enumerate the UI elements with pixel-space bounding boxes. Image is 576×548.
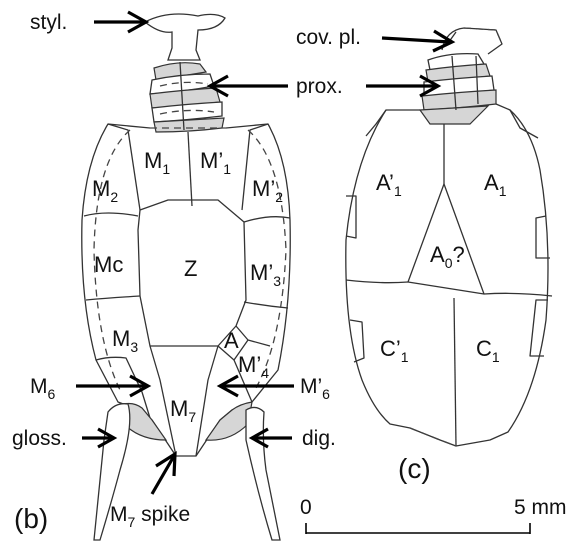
plate-label-a: A xyxy=(224,328,239,353)
plate-label-mc: Mc xyxy=(94,252,123,277)
plate-label-c1: C1 xyxy=(476,336,500,365)
proximal-plates-b xyxy=(150,62,224,132)
scale-bar-end-label: 5 mm xyxy=(514,496,567,519)
label-m6-prime: M’6 xyxy=(300,375,330,402)
plate-label-m3: M3 xyxy=(112,326,138,355)
plate-label-m1-prime: M’1 xyxy=(200,148,231,177)
plate-label-m2: M2 xyxy=(92,176,118,205)
theca-outline-c xyxy=(346,104,548,446)
stylocone xyxy=(145,14,225,60)
label-cov-pl: cov. pl. xyxy=(296,26,361,49)
plate-label-a1-prime: A’1 xyxy=(376,170,402,199)
panel-label-b: (b) xyxy=(14,503,48,534)
arrow-cov-pl xyxy=(382,38,450,42)
label-styl: styl. xyxy=(30,11,67,34)
panel-label-c: (c) xyxy=(398,453,431,484)
plate-labels-c: A’1 A1 A0? C’1 C1 xyxy=(376,170,507,365)
label-gloss: gloss. xyxy=(12,427,67,450)
plate-label-m1: M1 xyxy=(144,148,170,177)
plate-boundaries-c xyxy=(346,110,552,446)
specimen-c: A’1 A1 A0? C’1 C1 xyxy=(346,28,552,446)
specimen-b: M1 M’1 M2 M’2 Mc Z M’3 M3 A M’4 M7 xyxy=(82,14,290,540)
scale-bar: 0 5 mm xyxy=(300,496,567,534)
scale-bar-start-label: 0 xyxy=(300,496,312,519)
plate-label-z: Z xyxy=(184,256,197,281)
plate-labels-b: M1 M’1 M2 M’2 Mc Z M’3 M3 A M’4 M7 xyxy=(92,148,283,425)
label-m6: M6 xyxy=(30,375,56,402)
label-prox: prox. xyxy=(296,75,343,98)
plate-label-m7: M7 xyxy=(170,396,196,425)
digital-spine xyxy=(246,407,280,540)
label-m7-spike: M7 spike xyxy=(110,503,190,530)
plate-label-m4-prime: M’4 xyxy=(238,352,269,381)
plate-label-m2-prime: M’2 xyxy=(252,176,283,205)
callouts: styl. cov. pl. prox. M6 M’6 gloss. dig. xyxy=(12,11,452,534)
label-dig: dig. xyxy=(302,427,336,450)
plate-label-m3-prime: M’3 xyxy=(250,260,281,289)
plate-label-c1-prime: C’1 xyxy=(380,336,409,365)
plate-label-a0: A0? xyxy=(430,242,465,271)
plate-label-a1: A1 xyxy=(484,170,507,199)
